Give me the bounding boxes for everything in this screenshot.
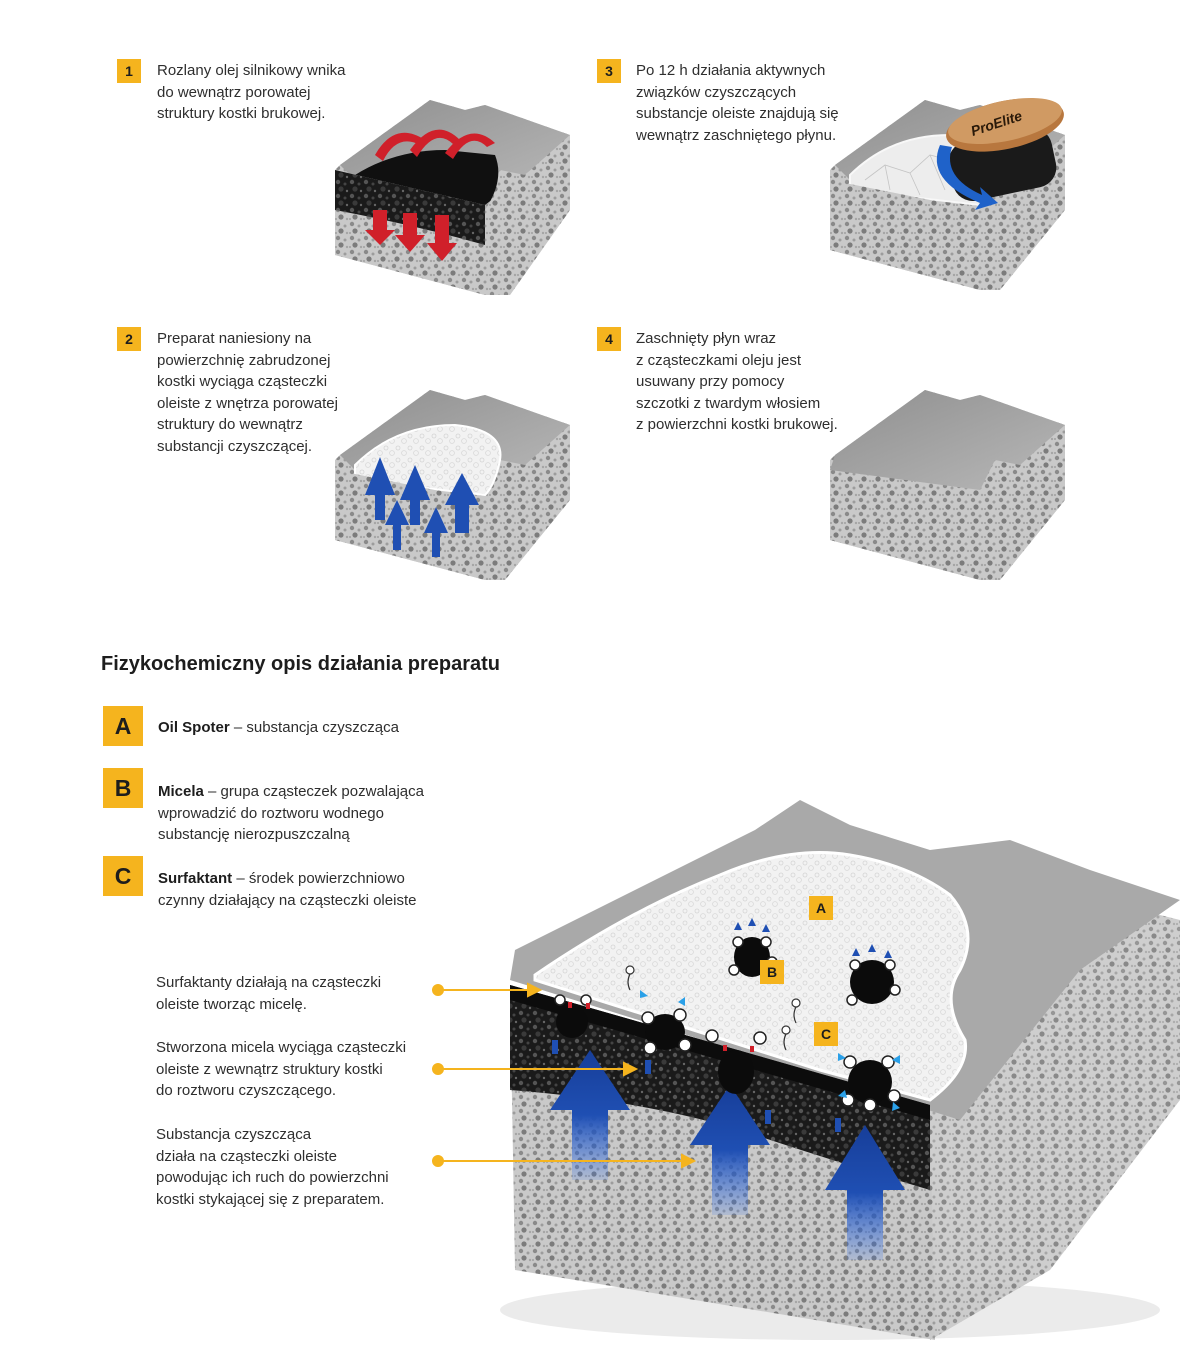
pointer-arrowhead-1 [528, 984, 540, 996]
pointer-arrowhead-2 [624, 1063, 636, 1075]
pointer-arrowhead-3 [682, 1155, 694, 1167]
